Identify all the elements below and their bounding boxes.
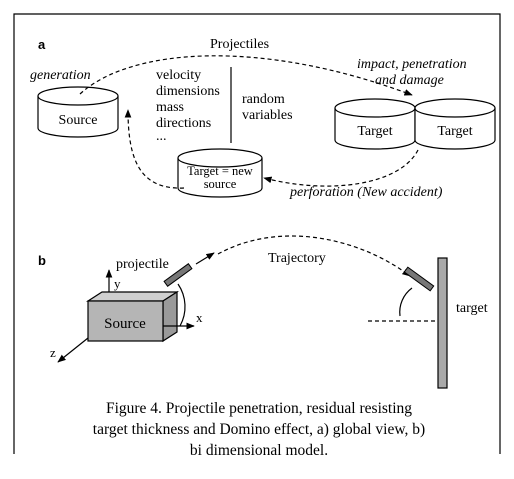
- projectiles-label: Projectiles: [210, 37, 269, 52]
- launch-angle-arc: [177, 283, 186, 327]
- trajectory-label: Trajectory: [268, 251, 326, 266]
- caption-line-1: Figure 4. Projectile penetration, residu…: [105, 400, 413, 417]
- source-box: [85, 290, 180, 343]
- x-axis-label: x: [196, 310, 203, 325]
- new-source-label-2: source: [204, 177, 237, 191]
- figure-caption: Figure 4. Projectile penetration, residu…: [20, 398, 498, 461]
- z-axis-arrow: [57, 337, 89, 363]
- caption-line-2: target thickness and Domino effect, a) g…: [92, 421, 426, 438]
- target-plate: [437, 257, 448, 389]
- caption-line-3: bi dimensional model.: [189, 442, 329, 459]
- impact-label-1: impact, penetration: [357, 57, 467, 72]
- z-axis-label: z: [50, 345, 56, 360]
- target-label: target: [456, 301, 488, 316]
- new-source-cylinder: [177, 148, 263, 198]
- new-source-label-1: Target = new: [187, 164, 253, 178]
- target-2-label: Target: [437, 124, 472, 139]
- source-cylinder: [37, 86, 119, 138]
- panel-b-label: b: [38, 253, 46, 268]
- target-cylinder-1: [334, 98, 416, 150]
- perforation-arrow: [263, 149, 419, 187]
- projectile-path-arrow: [79, 55, 413, 96]
- panel-a-label: a: [38, 37, 46, 52]
- property-velocity: velocity: [156, 68, 201, 83]
- projectile-right: [403, 266, 435, 292]
- property-mass: mass: [156, 100, 184, 115]
- projectile-left: [163, 263, 193, 287]
- perforation-label: perforation (New accident): [289, 185, 443, 200]
- figure-frame: [13, 13, 501, 454]
- property-list: velocity dimensions mass directions ...: [156, 68, 220, 144]
- projectile-direction-arrow: [195, 252, 215, 265]
- property-directions: directions: [156, 116, 211, 131]
- source-label: Source: [59, 113, 98, 128]
- property-ellipsis: ...: [156, 129, 167, 144]
- new-source-return-arrow: [124, 109, 185, 189]
- random-label-2: variables: [242, 108, 293, 123]
- source-box-label: Source: [104, 316, 146, 332]
- target-cylinder-2: [414, 98, 496, 150]
- target-1-label: Target: [357, 124, 392, 139]
- impact-label-2: and damage: [375, 73, 444, 88]
- property-dimensions: dimensions: [156, 84, 220, 99]
- generation-label: generation: [30, 68, 91, 83]
- random-label-1: random: [242, 92, 285, 107]
- y-axis-label: y: [114, 276, 121, 291]
- impact-angle-arc: [399, 287, 413, 317]
- projectile-label: projectile: [116, 257, 169, 272]
